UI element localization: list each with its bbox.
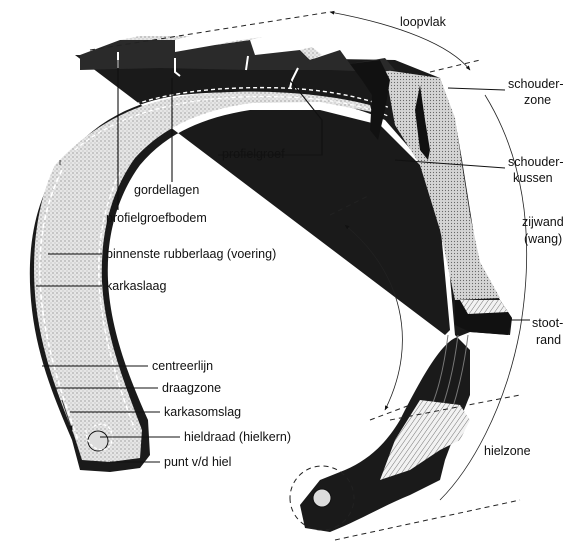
- schouderzone-dashed: [429, 59, 481, 73]
- loopvlak-arc: [329, 10, 471, 71]
- dimension-arcs: [59, 10, 527, 541]
- zijwand-arc: [439, 94, 527, 501]
- label-zijwand-2: (wang): [524, 232, 562, 246]
- lower-sidewall-layers: [431, 334, 469, 411]
- bead-circle: [289, 465, 355, 531]
- label-centreerlijn: centreerlijn: [152, 359, 213, 373]
- left-bead-wraparound: [85, 423, 113, 451]
- hielzone-dashed-lower: [334, 499, 521, 541]
- label-profielgroefbodem: profielgroefbodem: [106, 211, 207, 225]
- left-bead-wire: [87, 430, 109, 452]
- right-bead-wire: [312, 488, 332, 508]
- right-bead-area: [380, 400, 470, 480]
- label-schouderkussen-2: kussen: [513, 171, 553, 185]
- label-profielgroef: profielgroef: [222, 147, 285, 161]
- label-stootrand-2: rand: [536, 333, 561, 347]
- groove-3: [245, 55, 249, 71]
- label-hieldraad: hieldraad (hielkern): [184, 430, 291, 444]
- leader-schouderkussen: [394, 159, 506, 169]
- carcass-ply-line: [38, 169, 79, 441]
- leader-profielgroef: [218, 79, 323, 156]
- label-draagzone: draagzone: [162, 381, 221, 395]
- tire-body: [29, 36, 512, 532]
- label-hielzone: hielzone: [484, 444, 531, 458]
- labels: loopvlak schouder- zone schouder- kussen…: [106, 15, 564, 469]
- loopvlak-dashed-line: [89, 11, 331, 51]
- label-karkaslaag: karkaslaag: [106, 279, 166, 293]
- hielzone-dashed-upper: [389, 394, 521, 421]
- tread-blocks: [80, 40, 395, 72]
- label-schouderzone-2: zone: [524, 93, 551, 107]
- rim-protector-hatch: [460, 300, 508, 314]
- label-karkasomslag: karkasomslag: [164, 405, 241, 419]
- belt-layers: [67, 86, 391, 141]
- inner-arc: [344, 224, 403, 411]
- label-punt-hiel: punt v/d hiel: [164, 455, 231, 469]
- label-loopvlak: loopvlak: [400, 15, 447, 29]
- label-schouderzone-1: schouder-: [508, 77, 564, 91]
- shoulder-block: [350, 60, 390, 140]
- tread-block-top-faces: [120, 36, 322, 60]
- label-schouderkussen-1: schouder-: [508, 155, 564, 169]
- label-stootrand-1: stoot-: [532, 316, 563, 330]
- leader-lines: [36, 60, 530, 463]
- inner-arc-dash-top: [329, 194, 371, 216]
- left-bead-arrow: [61, 399, 73, 431]
- shoulder-groove: [415, 85, 430, 160]
- label-gordellagen: gordellagen: [134, 183, 199, 197]
- tire-outer-rubber: [29, 55, 512, 532]
- belt-layers-2: [74, 95, 389, 151]
- label-zijwand-1: zijwand: [522, 215, 564, 229]
- leader-schouderzone: [447, 87, 506, 91]
- groove-2: [174, 58, 181, 77]
- groove-4: [289, 67, 299, 89]
- sidewall-panel: [385, 70, 500, 300]
- inner-arc-dash-bottom: [369, 404, 411, 421]
- label-binnenste-rubberlaag: binnenste rubberlaag (voering): [106, 247, 276, 261]
